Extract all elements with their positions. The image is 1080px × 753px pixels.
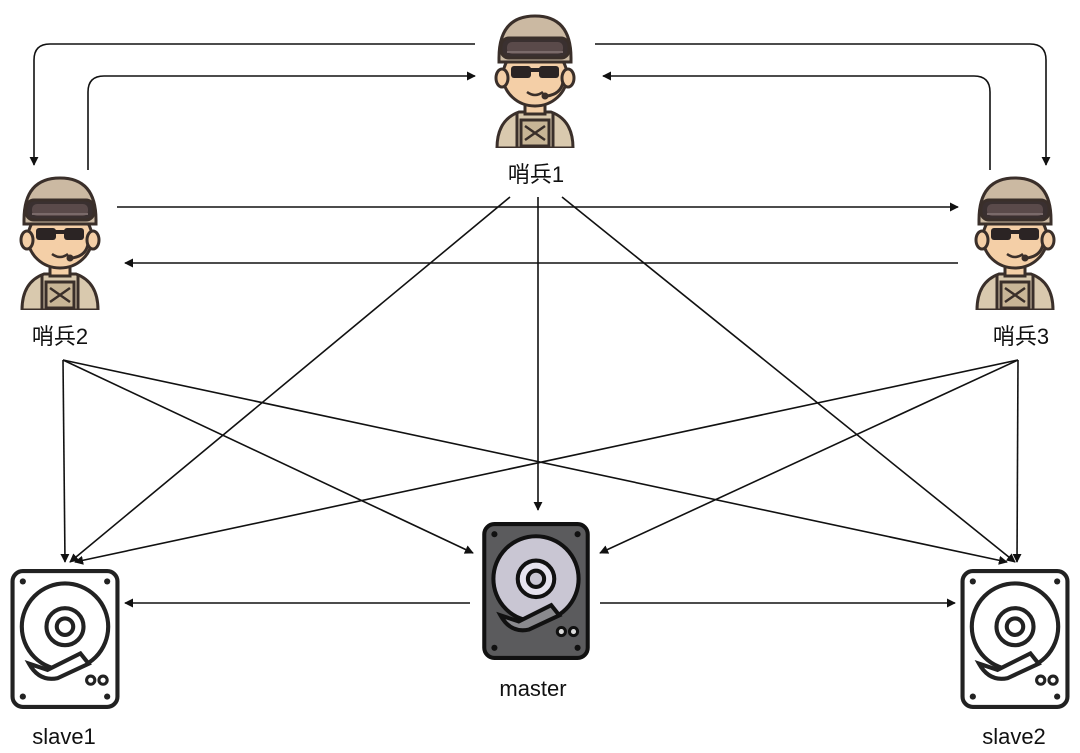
edge-sentinel1-to-slave2 (561, 196, 1016, 563)
edge-sentinel1-to-sentinel2 (29, 43, 475, 166)
soldier-icon (974, 176, 1056, 310)
hard-drive-icon (13, 571, 118, 707)
edge-sentinel1-to-slave1 (69, 196, 511, 563)
node-label: slave2 (982, 724, 1046, 749)
node-master: master (484, 524, 587, 701)
hard-drive-icon (484, 524, 587, 658)
edge-sentinel2-to-slave1 (60, 359, 70, 563)
node-label: slave1 (32, 724, 96, 749)
node-label: 哨兵3 (993, 324, 1049, 349)
node-label: 哨兵1 (508, 162, 564, 187)
node-label: 哨兵2 (32, 324, 88, 349)
node-sentinel2: 哨兵2 (19, 176, 101, 349)
edge-sentinel3-to-slave2 (1012, 359, 1022, 563)
node-slave1: slave1 (13, 571, 118, 749)
edge-sentinel3-to-master (599, 359, 1019, 554)
node-sentinel1: 哨兵1 (494, 14, 576, 187)
node-slave2: slave2 (963, 571, 1068, 749)
hard-drive-icon (963, 571, 1068, 707)
edge-sentinel2-to-slave2 (62, 359, 1008, 565)
edge-sentinel1-to-sentinel3 (595, 43, 1051, 166)
node-sentinel3: 哨兵3 (974, 176, 1056, 349)
edge-sentinel3-to-sentinel1 (602, 71, 991, 170)
edges (29, 43, 1051, 608)
soldier-icon (19, 176, 101, 310)
soldier-icon (494, 14, 576, 148)
edge-sentinel2-to-sentinel1 (87, 71, 476, 170)
edge-sentinel3-to-slave1 (74, 359, 1019, 565)
node-label: master (499, 676, 566, 701)
edge-sentinel2-to-master (62, 359, 474, 554)
